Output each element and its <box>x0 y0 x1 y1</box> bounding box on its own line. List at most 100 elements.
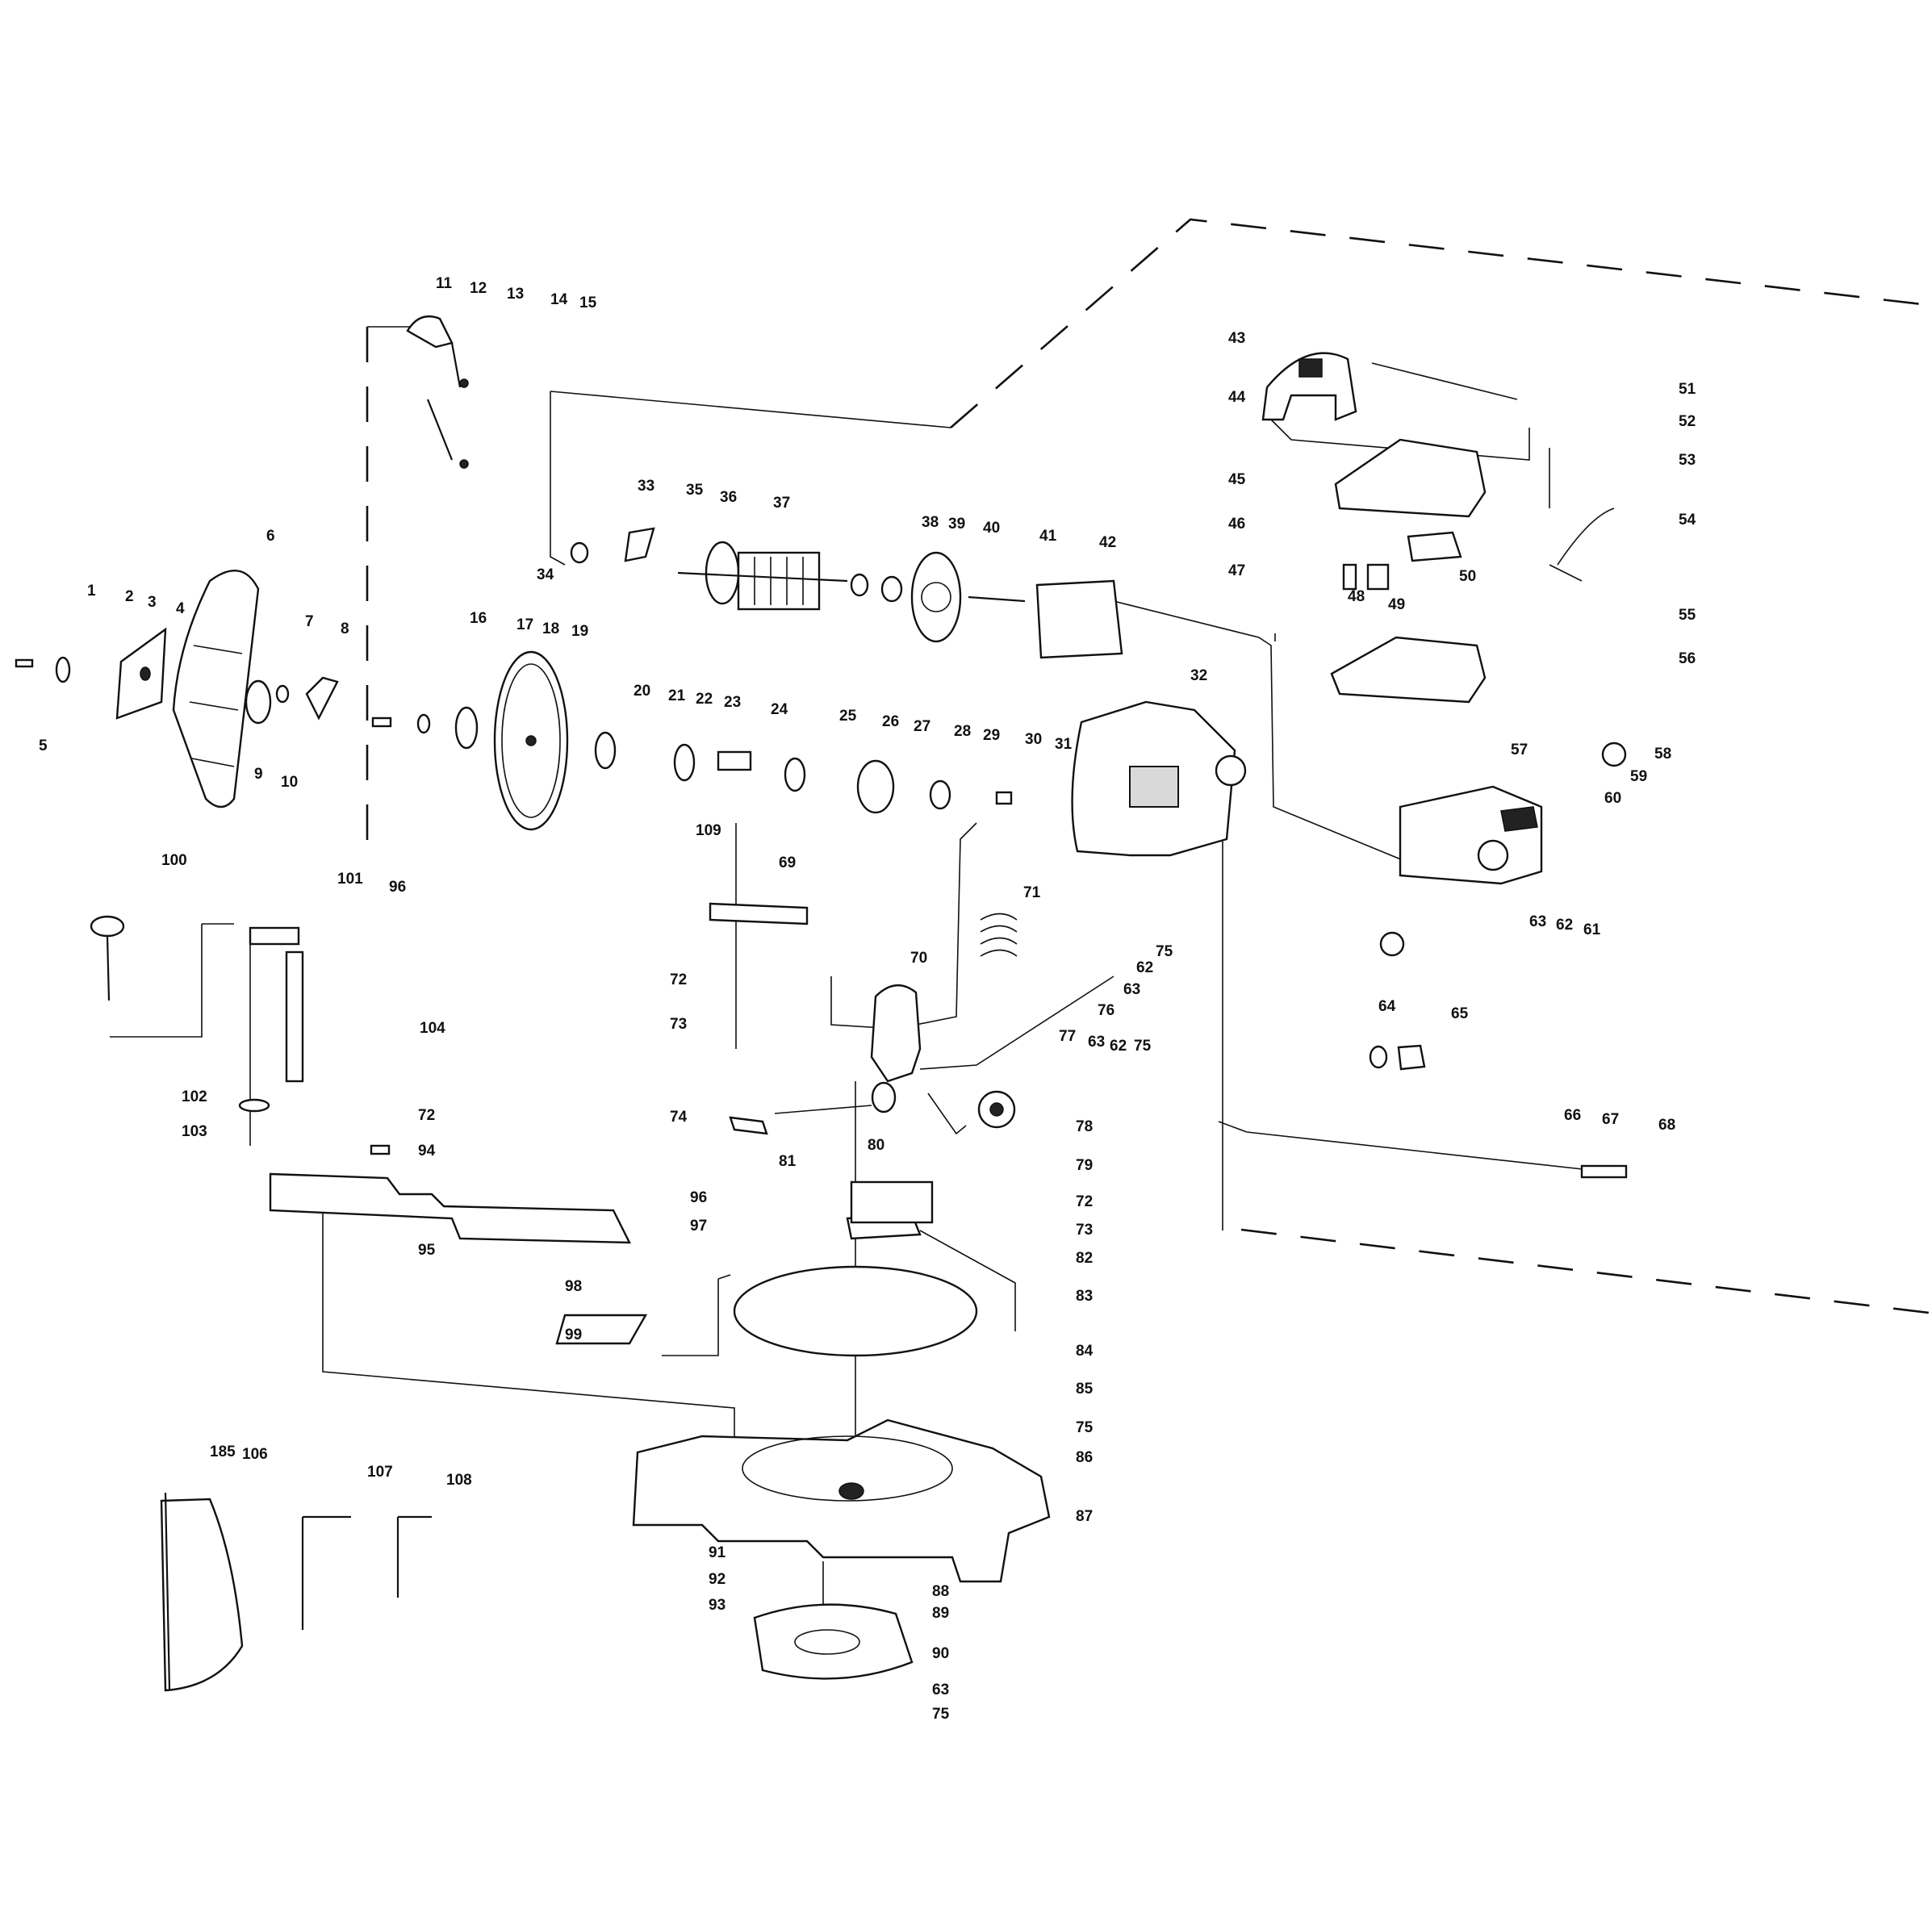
part-label: 89 <box>932 1605 949 1622</box>
part-label: 72 <box>418 1107 435 1124</box>
part-label: 24 <box>771 701 788 718</box>
motor-body <box>1369 742 1628 1179</box>
part-label: 102 <box>182 1088 207 1105</box>
part-label: 87 <box>1076 1508 1093 1525</box>
part-label: 13 <box>507 286 524 303</box>
part-label: 93 <box>709 1597 726 1614</box>
part-label: 79 <box>1076 1157 1093 1174</box>
part-label: 71 <box>1023 884 1041 901</box>
part-label: 185 <box>210 1443 236 1460</box>
part-label: 86 <box>1076 1449 1093 1466</box>
part-label: 88 <box>932 1583 949 1600</box>
part-label: 73 <box>670 1016 687 1033</box>
part-label: 104 <box>420 1020 445 1037</box>
part-label: 53 <box>1679 452 1696 469</box>
part-label: 84 <box>1076 1343 1094 1360</box>
part-label: 72 <box>1076 1193 1093 1210</box>
part-label: 97 <box>690 1218 707 1235</box>
part-label: 75 <box>1156 943 1173 960</box>
part-label: 8 <box>341 620 349 637</box>
part-label: 21 <box>668 687 686 704</box>
bracket-and-spring <box>709 902 1018 1135</box>
part-label: 12 <box>470 280 487 297</box>
part-label: 43 <box>1228 330 1245 347</box>
part-label: 6 <box>266 528 275 545</box>
part-label: 25 <box>839 708 857 725</box>
part-label: 98 <box>565 1278 582 1295</box>
part-label: 16 <box>470 610 487 627</box>
part-label: 31 <box>1055 736 1073 753</box>
part-label: 52 <box>1679 413 1696 430</box>
part-label: 39 <box>948 516 965 533</box>
part-label: 82 <box>1076 1250 1093 1267</box>
part-label: 30 <box>1025 731 1042 748</box>
part-label: 81 <box>779 1153 797 1170</box>
part-label: 100 <box>161 852 187 869</box>
part-label: 103 <box>182 1123 207 1140</box>
part-label: 19 <box>571 623 588 640</box>
part-label: 5 <box>39 737 48 754</box>
part-label: 62 <box>1136 959 1153 976</box>
part-label: 107 <box>367 1464 393 1481</box>
part-label: 68 <box>1658 1117 1675 1134</box>
linkage-arm <box>406 315 469 469</box>
part-label: 73 <box>1076 1222 1093 1239</box>
part-label: 62 <box>1556 917 1573 934</box>
part-label: 101 <box>337 871 363 888</box>
part-label: 62 <box>1110 1038 1127 1055</box>
part-label: 57 <box>1511 742 1528 758</box>
part-label: 75 <box>1076 1419 1094 1436</box>
part-label: 29 <box>983 727 1000 744</box>
part-label: 35 <box>686 482 704 499</box>
part-label: 20 <box>634 683 650 700</box>
part-label: 37 <box>773 495 790 512</box>
part-label: 64 <box>1378 998 1396 1015</box>
part-label: 22 <box>696 691 713 708</box>
part-label: 106 <box>242 1446 268 1463</box>
part-label: 83 <box>1076 1288 1093 1305</box>
turntable <box>555 1090 1016 1357</box>
part-label: 59 <box>1630 768 1647 785</box>
part-label: 70 <box>910 950 927 967</box>
part-label: 72 <box>670 971 687 988</box>
part-label: 3 <box>148 594 157 611</box>
part-label: 92 <box>709 1571 726 1588</box>
part-label: 33 <box>638 478 654 495</box>
base-assembly <box>632 1418 1051 1680</box>
part-label: 109 <box>696 822 721 839</box>
part-label: 41 <box>1039 528 1057 545</box>
part-label: 78 <box>1076 1118 1093 1135</box>
part-label: 91 <box>709 1544 726 1561</box>
part-label: 17 <box>516 616 533 633</box>
part-label: 63 <box>932 1682 949 1698</box>
part-label: 63 <box>1123 981 1140 998</box>
part-label: 108 <box>446 1472 472 1489</box>
part-label: 74 <box>670 1109 688 1126</box>
fence-and-clamp <box>90 915 631 1244</box>
part-label: 1 <box>87 583 96 600</box>
part-label: 15 <box>579 295 597 311</box>
part-label: 85 <box>1076 1381 1094 1397</box>
part-label: 36 <box>720 489 737 506</box>
part-label: 28 <box>954 723 971 740</box>
motor-armature <box>570 527 1123 659</box>
part-label: 10 <box>281 774 298 791</box>
part-label: 94 <box>418 1143 436 1159</box>
part-label: 54 <box>1679 512 1696 529</box>
part-label: 75 <box>1134 1038 1152 1055</box>
part-label: 7 <box>305 613 314 630</box>
part-label: 44 <box>1228 389 1246 406</box>
part-label: 32 <box>1190 667 1207 684</box>
part-label: 50 <box>1459 568 1476 585</box>
part-label: 2 <box>125 588 134 605</box>
part-label: 40 <box>983 520 1000 537</box>
part-label: 76 <box>1098 1002 1114 1019</box>
dashed-assembly-outline <box>366 218 1930 1314</box>
part-label: 14 <box>550 291 568 308</box>
part-labels: 1 2 3 4 5 6 7 8 9 10 11 12 13 14 15 16 1… <box>39 275 1696 1723</box>
part-label: 26 <box>882 713 899 730</box>
part-label: 77 <box>1059 1028 1076 1045</box>
part-label: 45 <box>1228 471 1246 488</box>
part-label: 38 <box>922 514 939 531</box>
